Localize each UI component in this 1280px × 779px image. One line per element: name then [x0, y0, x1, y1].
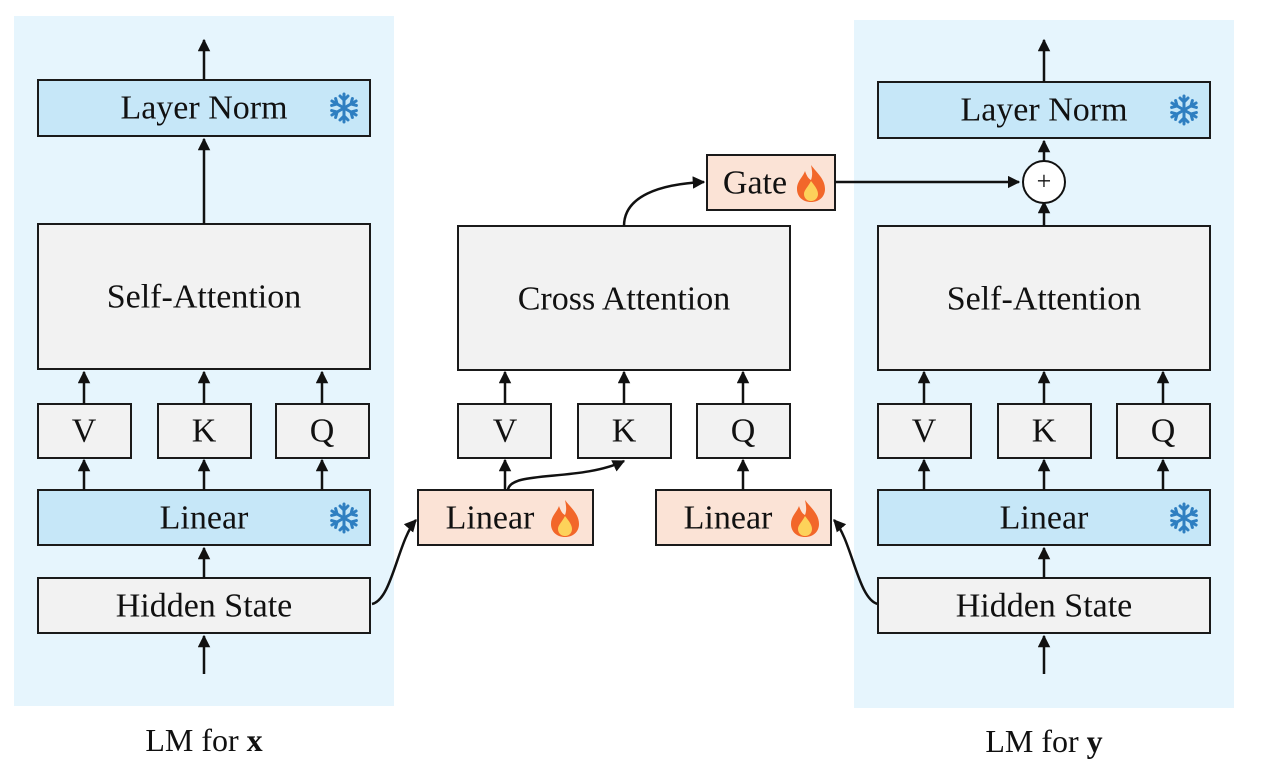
left-k-box	[157, 403, 252, 459]
left-v-label: V	[72, 413, 97, 450]
left-hidden-state-box	[37, 577, 371, 634]
right-linear-box	[877, 489, 1211, 546]
right-v-box	[877, 403, 972, 459]
right-self-attention-box	[877, 225, 1211, 371]
right-layer-norm-label: Layer Norm	[960, 92, 1127, 129]
center-q-box	[696, 403, 791, 459]
cross-attention-box	[457, 225, 791, 371]
center-linear-right-label: Linear	[684, 500, 773, 537]
right-q-label: Q	[1151, 413, 1176, 450]
right-k-box	[997, 403, 1092, 459]
left-hidden-state-label: Hidden State	[116, 588, 293, 625]
left-column: Hidden State Linear V K Q Self-Attention…	[37, 38, 371, 758]
left-caption: LM for x	[145, 722, 262, 758]
cross-attention-label: Cross Attention	[518, 281, 731, 318]
right-linear-label: Linear	[1000, 500, 1089, 537]
left-linear-label: Linear	[160, 500, 249, 537]
right-self-attention-label: Self-Attention	[947, 281, 1142, 318]
left-self-attention-label: Self-Attention	[107, 279, 302, 316]
left-k-label: K	[192, 413, 217, 450]
gate-label: Gate	[723, 165, 787, 202]
left-layer-norm-label: Layer Norm	[120, 90, 287, 127]
right-q-box	[1116, 403, 1211, 459]
right-column: Hidden State Linear V K Q Self-Attention…	[877, 38, 1211, 759]
center-k-label: K	[612, 413, 637, 450]
right-k-label: K	[1032, 413, 1057, 450]
left-layer-norm-box	[37, 79, 371, 137]
center-linear-left-label: Linear	[446, 500, 535, 537]
left-q-label: Q	[310, 413, 335, 450]
right-hidden-state-box	[877, 577, 1211, 634]
center-v-label: V	[493, 413, 518, 450]
center-column: Linear Linear V K Q Cross Attention Gate	[371, 154, 1021, 606]
left-linear-box	[37, 489, 371, 546]
left-self-attention-box	[37, 223, 371, 370]
right-hidden-state-label: Hidden State	[956, 588, 1133, 625]
right-v-label: V	[912, 413, 937, 450]
plus-label: +	[1037, 167, 1052, 196]
right-caption: LM for y	[985, 723, 1102, 759]
center-q-label: Q	[731, 413, 756, 450]
left-q-box	[275, 403, 370, 459]
